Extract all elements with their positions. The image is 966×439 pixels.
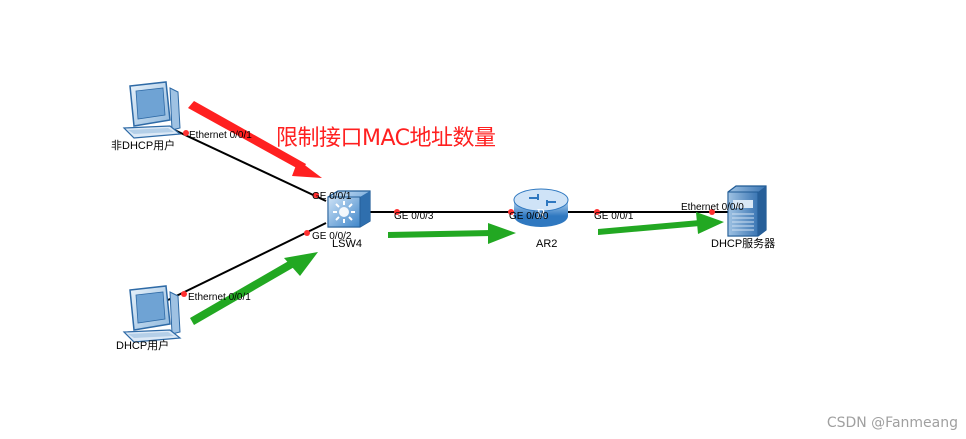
green-arrow-router-server (598, 212, 724, 235)
svg-text:R: R (536, 207, 546, 221)
link-pc2-switch (167, 222, 327, 301)
router-port-ge000: GE 0/0/0 (509, 211, 549, 222)
port-dot (183, 130, 189, 136)
switch-port-ge003: GE 0/0/3 (394, 211, 434, 222)
switch-port-ge001: GE 0/0/1 (312, 191, 352, 202)
green-arrow-pc2 (190, 252, 318, 325)
router-port-ge001: GE 0/0/1 (594, 211, 634, 222)
server-icon[interactable] (727, 185, 767, 237)
green-arrow-switch-router (388, 223, 516, 244)
pc1-port-label: Ethernet 0/0/1 (189, 130, 252, 141)
pc2-port-label: Ethernet 0/0/1 (188, 292, 251, 303)
port-dots (181, 130, 715, 297)
switch-name: LSW4 (332, 238, 362, 250)
router-name: AR2 (536, 238, 558, 250)
flow-arrows (188, 101, 724, 325)
red-arrow (188, 101, 322, 178)
diagram-title: 限制接口MAC地址数量 (276, 126, 496, 151)
server-name: DHCP服务器 (711, 238, 776, 250)
port-dot (709, 209, 715, 215)
switch-port-ge002: GE 0/0/2 (312, 231, 352, 242)
pc2-name: DHCP用户 (116, 340, 170, 352)
link-pc1-switch (167, 126, 327, 202)
server-port-label: Ethernet 0/0/0 (681, 202, 744, 213)
links (167, 126, 728, 301)
port-dot (394, 209, 400, 215)
pc-icon[interactable] (122, 81, 182, 139)
pc1-name: 非DHCP用户 (111, 140, 176, 152)
port-dot (594, 209, 600, 215)
port-dot (313, 192, 319, 198)
port-dot (304, 230, 310, 236)
switch-icon[interactable] (327, 190, 371, 228)
router-icon[interactable]: R (513, 188, 569, 227)
port-dot (508, 209, 514, 215)
port-dot (181, 291, 187, 297)
watermark: CSDN @Fanmeang (826, 415, 958, 431)
pc-icon[interactable] (122, 285, 182, 343)
